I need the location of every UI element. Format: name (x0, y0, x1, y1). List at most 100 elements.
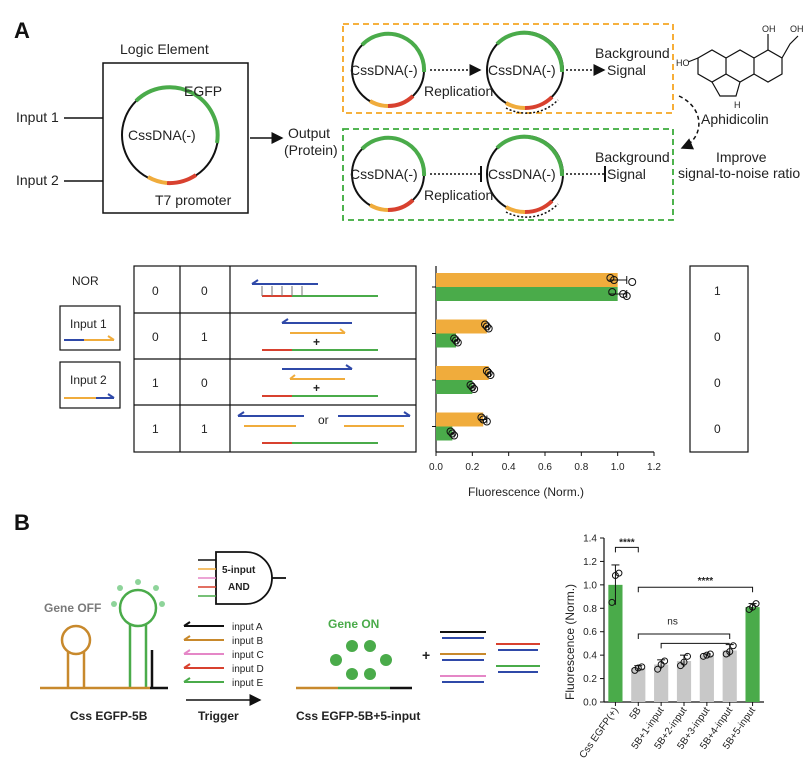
chart-a-xtick-label: 0.0 (429, 462, 443, 473)
green-background-1: Background (595, 149, 670, 165)
chart-a-bar (436, 412, 484, 427)
chart-b-ytick-label: 1.4 (583, 534, 597, 545)
chart-b-point (677, 662, 684, 670)
aphidicolin-h: H (734, 100, 741, 110)
egfp-label: EGFP (184, 83, 222, 99)
chart-b-ytick-label: 0.2 (583, 674, 597, 685)
orange-replication-label: Replication (424, 83, 493, 99)
chart-b-point (749, 603, 757, 611)
chart-b-point (654, 665, 662, 673)
chart-b-point (745, 605, 753, 613)
chart-b-sig-bracket-1 (614, 546, 639, 553)
aphidicolin-arrow (678, 95, 700, 150)
chart-a-xtick-label: 0.4 (502, 462, 516, 473)
green-background-2: Signal (607, 166, 646, 182)
chart-a-point (470, 385, 479, 393)
chart-b-point (638, 663, 646, 671)
chart-b-ytick-label: 1.2 (583, 557, 597, 568)
and-gate (198, 551, 286, 605)
replication-box-orange (342, 23, 674, 114)
chart-a-point (448, 429, 457, 438)
chart-b-ns-bracket-mid (660, 642, 730, 649)
chart-b-point (703, 651, 711, 659)
logic-element-title: Logic Element (120, 41, 209, 57)
chart-b-bar (745, 607, 760, 702)
input-d-label: input D (232, 664, 264, 675)
replication-box-green (342, 128, 674, 221)
chart-a-point (628, 278, 637, 286)
chart-a-bar (436, 366, 489, 380)
improve-label-2: signal-to-noise ratio (678, 165, 800, 181)
or-label: or (318, 413, 329, 427)
green-cssdna-2: CssDNA(-) (488, 166, 556, 182)
chart-a-point (451, 336, 460, 345)
row0-a: 0 (152, 284, 159, 298)
row1-b: 1 (201, 330, 208, 344)
green-replication-label: Replication (424, 187, 493, 203)
input2-legend (59, 361, 121, 409)
css-right-label: Css EGFP-5B+5-input (296, 709, 420, 723)
chart-b-point (680, 658, 688, 666)
chart-a-bar (436, 319, 487, 334)
input-strands (183, 621, 224, 683)
row1-a: 0 (152, 330, 159, 344)
chart-a-point (453, 338, 462, 347)
chart-b-ytick-label: 0.8 (583, 604, 597, 615)
gate-label-1: 5-input (222, 565, 256, 576)
input-c-label: input C (232, 650, 264, 661)
aphidicolin-label: Aphidicolin (701, 111, 769, 127)
chart-a-xtick-label: 1.2 (647, 462, 661, 473)
chart-a-point (622, 292, 631, 300)
chart-a-bar (436, 287, 618, 301)
chart-b-xtick-label: Css EGFP(+) (578, 705, 621, 760)
logic-plasmid (121, 85, 220, 186)
orange-background-1: Background (595, 45, 670, 61)
chart-a-xtick-label: 0.2 (465, 462, 479, 473)
chart-b-bar (699, 655, 714, 702)
chart-a-point (482, 322, 491, 331)
chart-b-ns-bracket-top (637, 633, 731, 640)
chart-b-bar (608, 584, 623, 702)
input2-legend-label: Input 2 (70, 373, 107, 387)
chart-b-point (729, 642, 737, 650)
chart-a-point (477, 413, 486, 422)
chart-a-xlabel: Fluorescence (Norm.) (468, 485, 584, 499)
gate-label-2: AND (228, 582, 250, 593)
strand-10 (262, 364, 378, 397)
trigger-label: Trigger (198, 709, 239, 723)
input1-legend (59, 305, 121, 351)
chart-b-bar (722, 650, 737, 702)
plus-b: + (422, 647, 430, 663)
chart-b-point (657, 661, 665, 669)
green-cssdna-1: CssDNA(-) (350, 166, 418, 182)
input1-legend-label: Input 1 (70, 317, 107, 331)
output-table (689, 265, 749, 453)
chart-a-point (482, 417, 491, 426)
chart-b-ytick-label: 1.0 (583, 580, 597, 591)
chart-b-ylabel: Fluorescence (Norm.) (563, 584, 577, 700)
improve-label-1: Improve (716, 149, 767, 165)
plus-10: + (313, 381, 320, 395)
chart-a-bar (436, 273, 618, 287)
out-3: 0 (714, 422, 721, 436)
chart-b-point (752, 600, 760, 608)
chart-b-ns-label: ns (667, 617, 678, 628)
chart-b-point (722, 650, 730, 658)
row2-a: 1 (152, 376, 159, 390)
chart-b-point (631, 666, 639, 674)
css-left-label: Css EGFP-5B (70, 709, 148, 723)
aphidicolin-oh-1: OH (762, 24, 776, 34)
chart-b-sig-bracket-2 (637, 586, 754, 593)
chart-b-sig-label-1: **** (619, 537, 635, 548)
input1-label: Input 1 (16, 109, 59, 125)
chart-a-bar (436, 380, 473, 394)
orange-cssdna-2: CssDNA(-) (488, 62, 556, 78)
panel-label-b: B (14, 510, 30, 535)
chart-b-ytick-label: 0.6 (583, 627, 597, 638)
input-b-label: input B (232, 636, 263, 647)
input-e-label: input E (232, 678, 263, 689)
input-a-label: input A (232, 622, 263, 633)
out-2: 0 (714, 376, 721, 390)
